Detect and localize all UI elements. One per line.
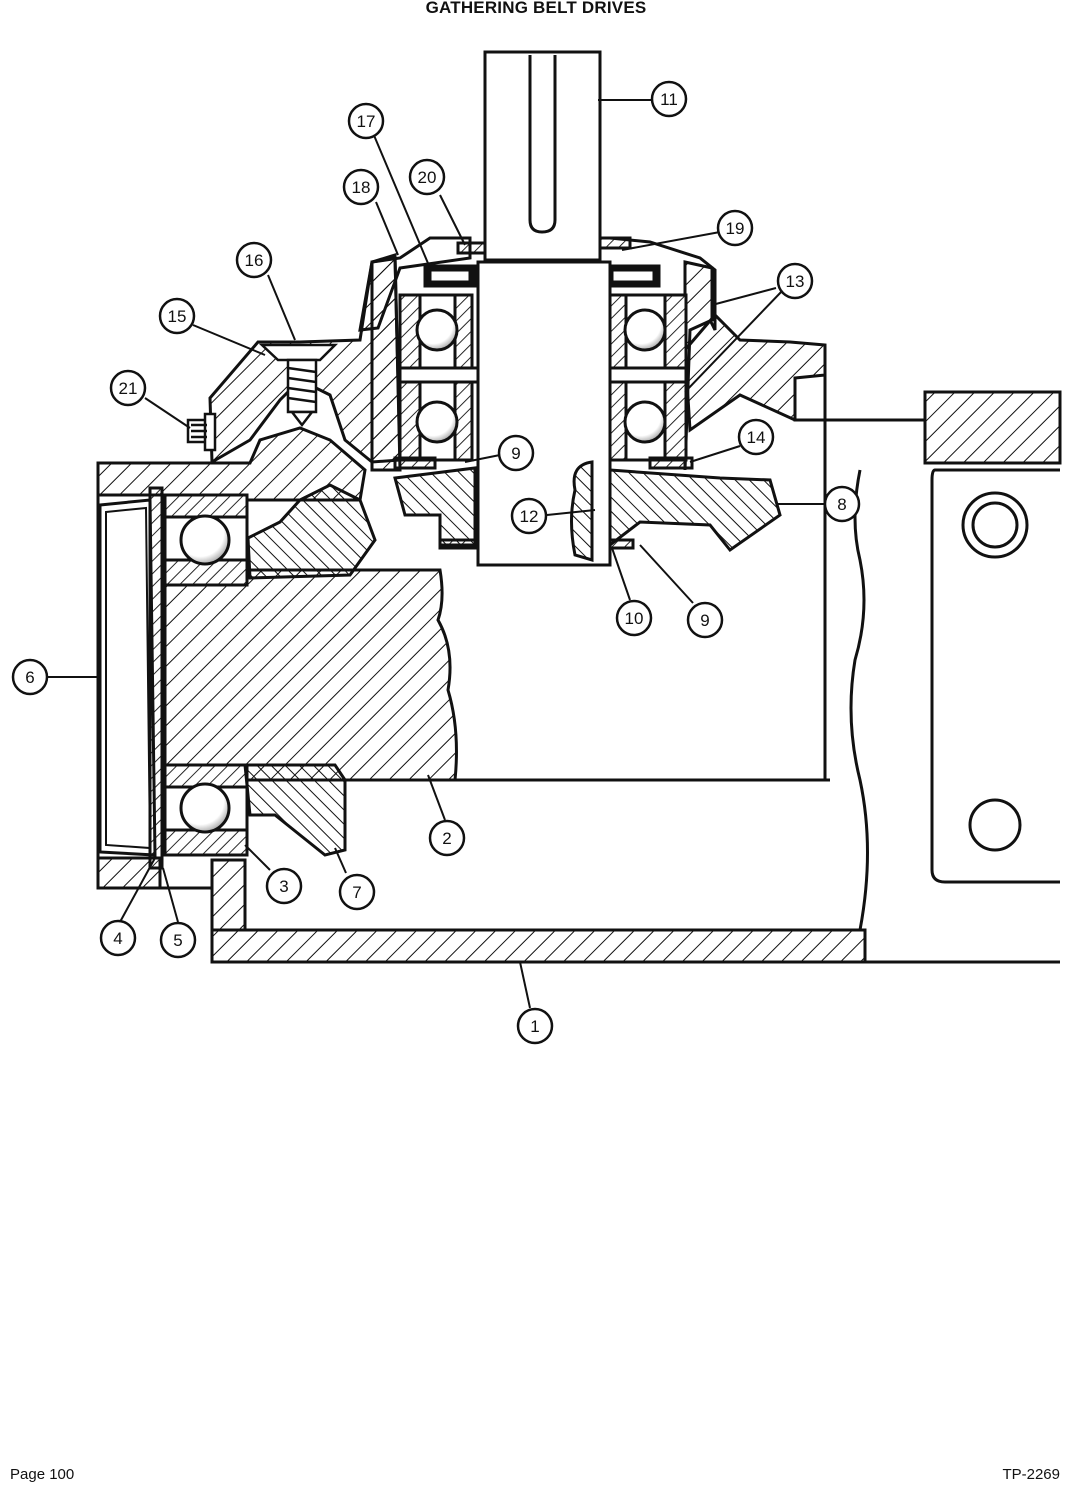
- svg-text:19: 19: [726, 219, 745, 238]
- input-shaft: [476, 50, 612, 567]
- document-number: TP-2269: [1002, 1466, 1060, 1483]
- svg-text:11: 11: [660, 90, 678, 109]
- svg-text:5: 5: [173, 931, 182, 950]
- callout-10: 10: [615, 599, 653, 637]
- svg-text:10: 10: [625, 609, 644, 628]
- gear-shaft: [163, 568, 458, 782]
- end-cap: [98, 486, 164, 870]
- callout-7: 7: [338, 873, 376, 911]
- left-bearings: [163, 493, 249, 857]
- svg-text:8: 8: [837, 495, 846, 514]
- callout-19: 19: [716, 209, 754, 247]
- callout-13: 13: [776, 262, 814, 300]
- svg-text:12: 12: [520, 507, 539, 526]
- callout-8: 8: [823, 485, 861, 523]
- callout-16: 16: [235, 241, 273, 279]
- svg-text:2: 2: [442, 829, 451, 848]
- page-number: Page 100: [10, 1466, 75, 1483]
- svg-text:17: 17: [357, 112, 376, 131]
- svg-text:4: 4: [113, 929, 122, 948]
- callout-4: 4: [99, 919, 137, 957]
- svg-text:6: 6: [25, 668, 34, 687]
- svg-text:16: 16: [245, 251, 264, 270]
- svg-text:9: 9: [511, 444, 520, 463]
- housing-outline: [96, 345, 1060, 964]
- page-title: GATHERING BELT DRIVES: [425, 0, 647, 17]
- bevel-gear: [393, 466, 782, 553]
- seals: [393, 236, 694, 550]
- svg-text:20: 20: [418, 168, 437, 187]
- breather-plug: [186, 412, 217, 452]
- svg-text:21: 21: [119, 379, 138, 398]
- callout-12: 12: [510, 497, 548, 535]
- svg-text:18: 18: [352, 178, 371, 197]
- callout-1: 1: [516, 1007, 554, 1045]
- svg-text:3: 3: [279, 877, 288, 896]
- callout-9-lower: 9: [686, 601, 724, 639]
- bearing-housing: [358, 236, 717, 472]
- svg-text:7: 7: [352, 883, 361, 902]
- callout-9-upper: 9: [497, 434, 535, 472]
- callout-14: 14: [737, 418, 775, 456]
- svg-text:14: 14: [747, 428, 766, 447]
- svg-text:13: 13: [786, 272, 805, 291]
- svg-text:9: 9: [700, 611, 709, 630]
- callout-2: 2: [428, 819, 466, 857]
- callout-6: 6: [11, 658, 49, 696]
- svg-text:1: 1: [530, 1017, 539, 1036]
- leader-lines: [48, 99, 825, 1009]
- callout-15: 15: [158, 297, 196, 335]
- svg-text:15: 15: [168, 307, 187, 326]
- callout-5: 5: [159, 921, 197, 959]
- callout-21: 21: [109, 369, 147, 407]
- bevel-pinion: [246, 483, 377, 580]
- callout-17: 17: [347, 102, 385, 140]
- callout-18: 18: [342, 168, 380, 206]
- cap-screw: [258, 343, 339, 428]
- callout-11: 11: [650, 80, 688, 118]
- mounting-bosses: [961, 491, 1029, 852]
- spacer-collar: [243, 763, 347, 857]
- callout-20: 20: [408, 158, 446, 196]
- callouts: 1 2 3 4 5 6 7 8 9 9 10 11 12 13 14 15 16…: [11, 80, 861, 1045]
- callout-3: 3: [265, 867, 303, 905]
